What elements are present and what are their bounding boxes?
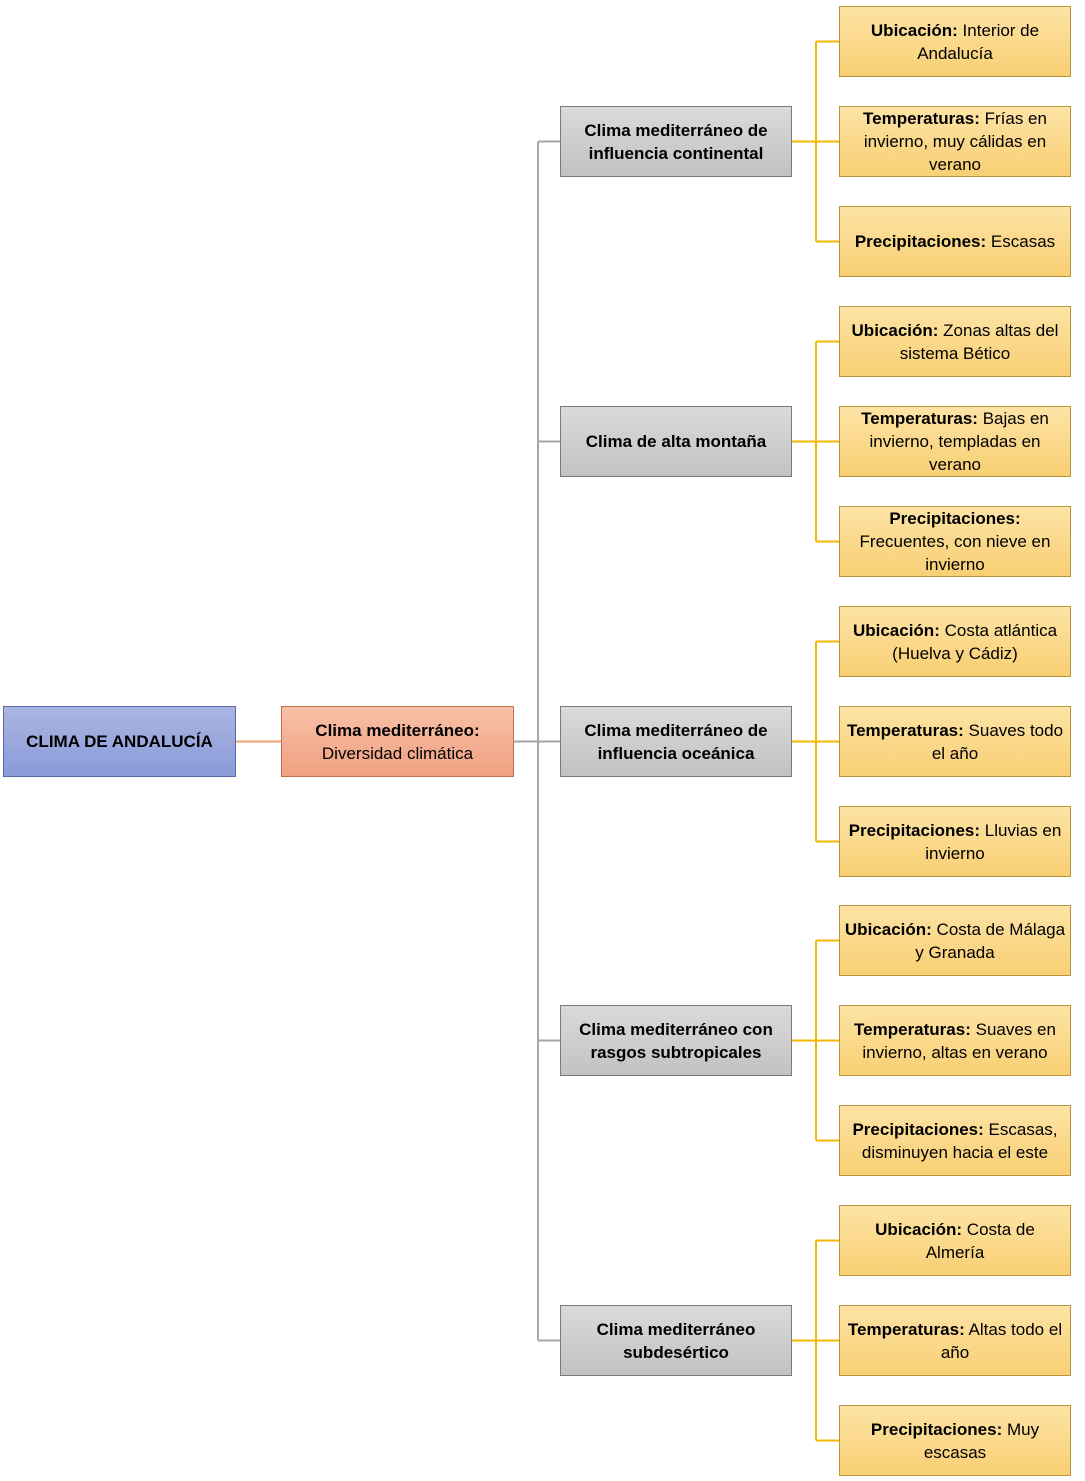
detail-node: Precipitaciones: Frecuentes, con nieve e… — [839, 506, 1071, 577]
detail-key: Precipitaciones: — [870, 1419, 1003, 1439]
root-label: CLIMA DE ANDALUCÍA — [26, 732, 213, 751]
detail-node: Temperaturas: Altas todo el año — [839, 1305, 1071, 1376]
detail-key: Precipitaciones: — [854, 232, 987, 251]
category-node: Clima mediterráneo con rasgos subtropica… — [560, 1005, 792, 1076]
detail-node: Ubicación: Costa de Málaga y Granada — [839, 905, 1071, 976]
detail-value: Escasas — [990, 232, 1056, 251]
root-node: CLIMA DE ANDALUCÍA — [3, 706, 236, 777]
detail-key: Precipitaciones: — [889, 509, 1021, 528]
detail-node: Ubicación: Costa de Almería — [839, 1205, 1071, 1276]
detail-key: Temperaturas: — [861, 409, 978, 428]
category-label: Clima mediterráneo subdesértico — [596, 1319, 756, 1362]
detail-node: Precipitaciones: Escasas — [839, 206, 1071, 277]
detail-value: Suaves todo el año — [931, 720, 1064, 763]
detail-value: Altas todo el año — [940, 1319, 1063, 1362]
detail-value: Suaves en invierno, altas en verano — [862, 1019, 1056, 1062]
category-node: Clima mediterráneo de influencia oceánic… — [560, 706, 792, 777]
category-node: Clima mediterráneo subdesértico — [560, 1305, 792, 1376]
subtitle-text: Diversidad climática — [321, 743, 474, 763]
detail-key: Ubicación: — [852, 620, 940, 640]
detail-node: Precipitaciones: Lluvias en invierno — [839, 806, 1071, 877]
detail-node: Precipitaciones: Escasas, disminuyen hac… — [839, 1105, 1071, 1176]
detail-value: Escasas, disminuyen hacia el este — [861, 1119, 1058, 1162]
detail-key: Ubicación: — [870, 20, 958, 40]
category-label: Clima mediterráneo de influencia contine… — [584, 120, 768, 163]
category-node: Clima de alta montaña — [560, 406, 792, 477]
detail-value: Costa atlántica (Huelva y Cádiz) — [892, 620, 1058, 663]
detail-key: Ubicación: — [851, 320, 939, 340]
detail-key: Ubicación: — [844, 919, 932, 939]
detail-value: Lluvias en invierno — [925, 820, 1062, 863]
detail-value: Muy escasas — [923, 1419, 1040, 1462]
detail-node: Temperaturas: Suaves en invierno, altas … — [839, 1005, 1071, 1076]
detail-key: Temperaturas: — [846, 720, 964, 740]
detail-value: Frías en invierno, muy cálidas en verano — [863, 109, 1047, 174]
detail-node: Ubicación: Interior de Andalucía — [839, 6, 1071, 77]
detail-node: Temperaturas: Suaves todo el año — [839, 706, 1071, 777]
category-label: Clima mediterráneo de influencia oceánic… — [584, 720, 768, 763]
detail-key: Ubicación: — [875, 1219, 963, 1239]
detail-value: Costa de Málaga y Granada — [915, 919, 1066, 962]
detail-key: Temperaturas: — [847, 1319, 965, 1339]
detail-value: Zonas altas del sistema Bético — [899, 320, 1059, 363]
detail-key: Temperaturas: — [863, 109, 980, 128]
detail-key: Temperaturas: — [854, 1019, 971, 1039]
detail-node: Temperaturas: Bajas en invierno, templad… — [839, 406, 1071, 477]
category-label: Clima de alta montaña — [585, 432, 767, 451]
detail-key: Precipitaciones: — [848, 820, 981, 840]
detail-node: Temperaturas: Frías en invierno, muy cál… — [839, 106, 1071, 177]
subtitle-node: Clima mediterráneo: Diversidad climática — [281, 706, 514, 777]
detail-value: Interior de Andalucía — [917, 20, 1040, 63]
category-node: Clima mediterráneo de influencia contine… — [560, 106, 792, 177]
detail-key: Precipitaciones: — [852, 1119, 984, 1139]
detail-value: Bajas en invierno, templadas en verano — [869, 409, 1049, 474]
detail-value: Frecuentes, con nieve en invierno — [859, 532, 1051, 574]
detail-value: Costa de Almería — [925, 1219, 1035, 1262]
detail-node: Precipitaciones: Muy escasas — [839, 1405, 1071, 1476]
subtitle-title: Clima mediterráneo: — [315, 720, 480, 740]
detail-node: Ubicación: Costa atlántica (Huelva y Cád… — [839, 606, 1071, 677]
category-label: Clima mediterráneo con rasgos subtropica… — [579, 1019, 773, 1062]
detail-node: Ubicación: Zonas altas del sistema Bétic… — [839, 306, 1071, 377]
